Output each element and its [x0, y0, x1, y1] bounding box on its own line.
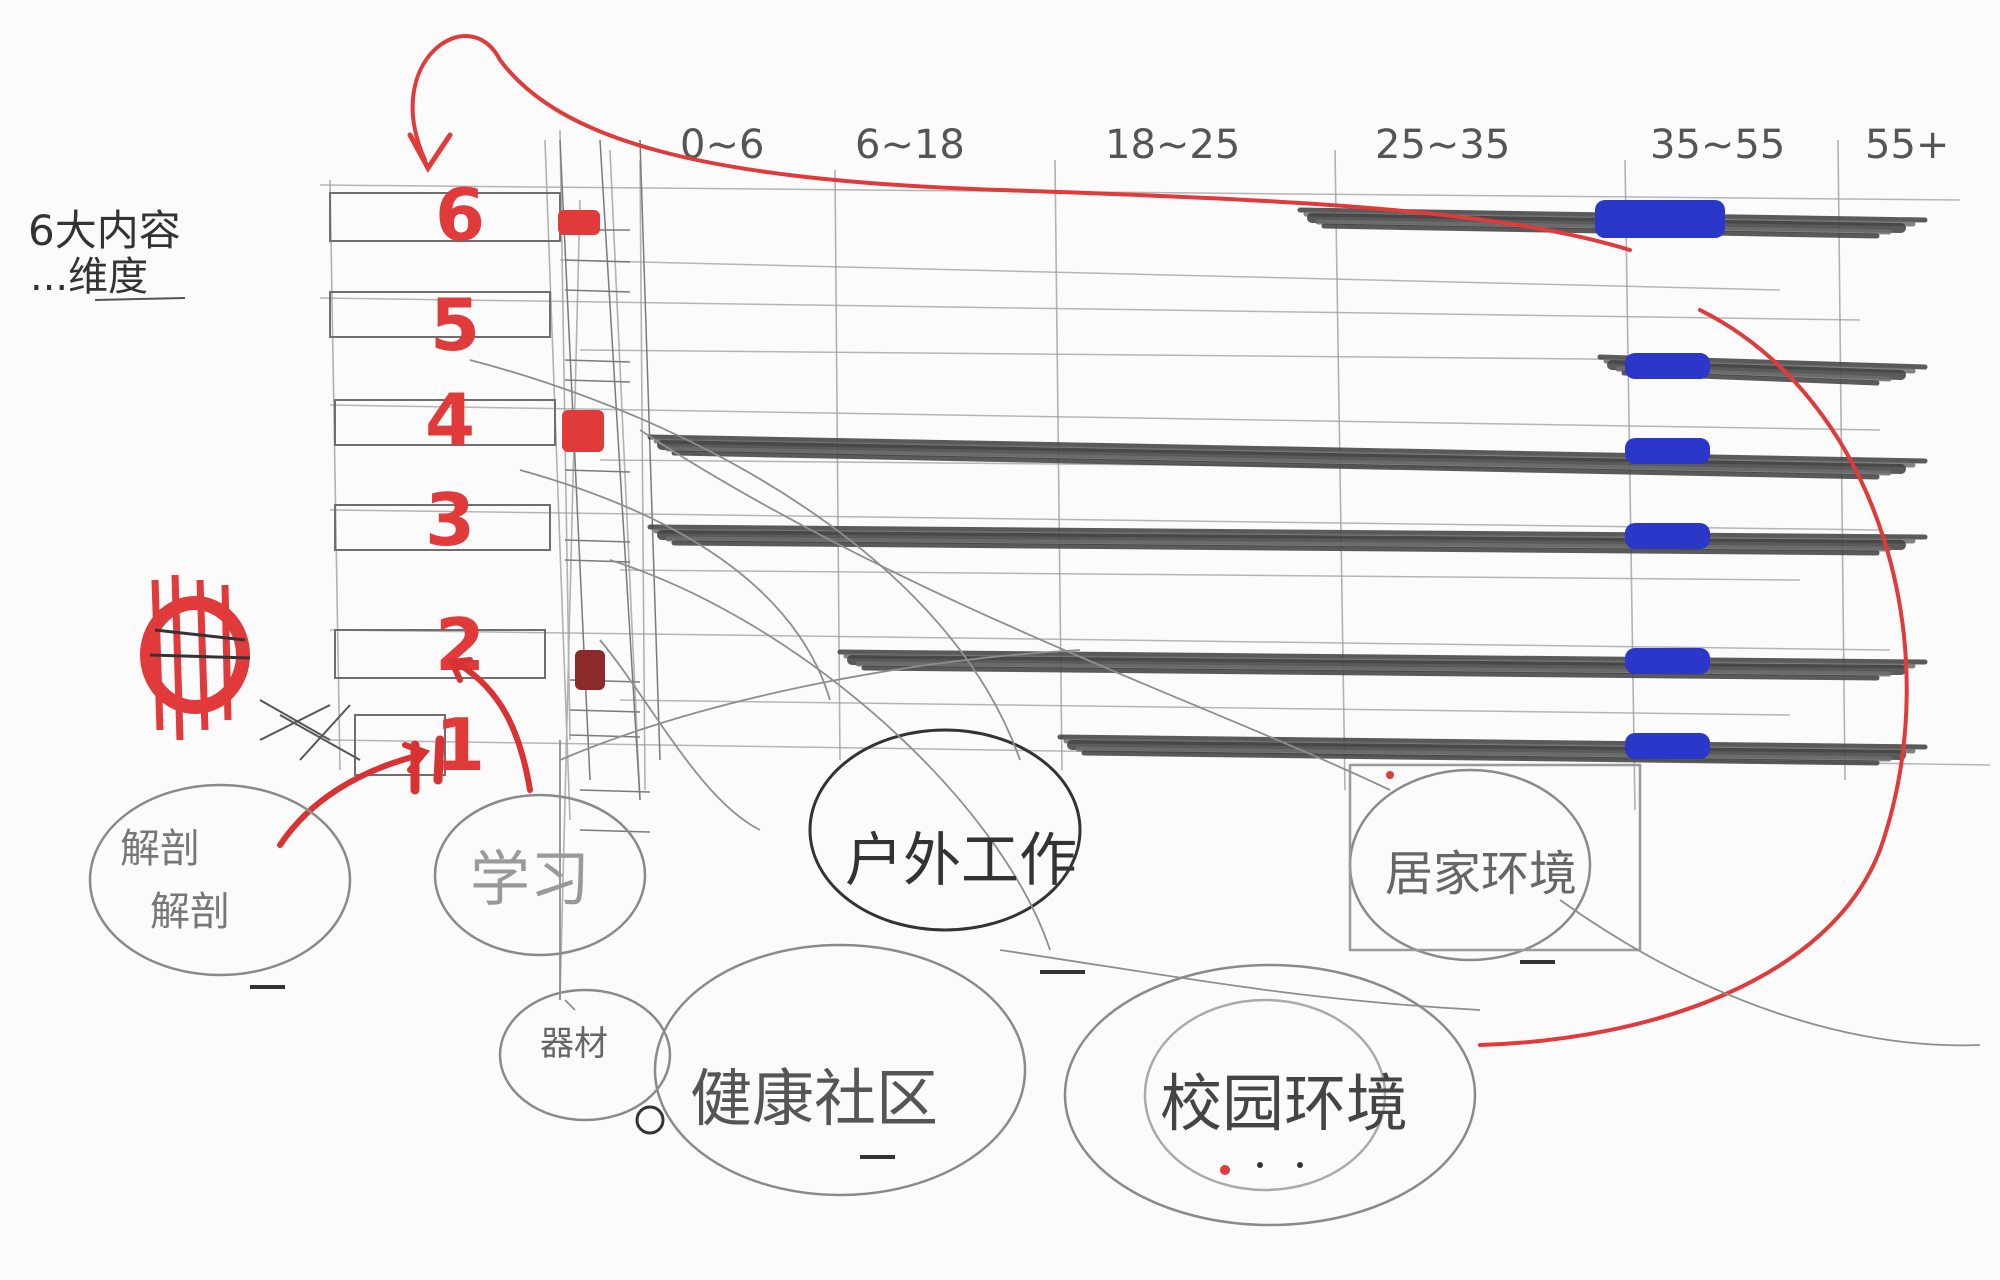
- highlight-blob: [1625, 438, 1710, 464]
- highlight-blob: [1625, 733, 1710, 759]
- bubble-text-school: 学习: [470, 845, 590, 915]
- age-column-label: 6~18: [855, 122, 965, 168]
- bar-stroke: [671, 540, 1880, 556]
- bar-stroke: [1057, 734, 1928, 750]
- red-bottom-arrows: [277, 657, 533, 848]
- connector-strokes: [469, 359, 1981, 1047]
- bar-stroke: [1067, 740, 1906, 760]
- highlight-blob: [1625, 648, 1710, 674]
- bubble-text-group: 器材: [540, 1024, 608, 1064]
- sub-column-strip: [559, 139, 661, 833]
- age-column-label: 55+: [1865, 122, 1949, 168]
- corner-underline: [94, 297, 186, 301]
- age-column-label: 18~25: [1105, 122, 1240, 168]
- bubble-text-campus: 校园环境: [1160, 1067, 1408, 1140]
- bar-stroke: [855, 661, 1892, 677]
- tiny-marks: [250, 771, 1555, 1175]
- highlight-blob: [1625, 523, 1710, 549]
- bubble-text-home: 居家环境: [1385, 846, 1577, 902]
- bar-stroke: [847, 655, 1906, 675]
- age-column-labels: 0~6 6~18 18~25 25~35 35~55 55+: [680, 122, 1949, 168]
- red-top-arrow: [407, 34, 1909, 1047]
- crossed-out-icon: [140, 574, 251, 741]
- corner-label-line2: ...维度: [30, 254, 148, 300]
- bar-stroke: [665, 446, 1892, 476]
- highlight-blob: [1625, 353, 1710, 379]
- highlight-layer: [1595, 200, 1725, 759]
- bars-layer: [647, 207, 1928, 766]
- bar-stroke: [1075, 746, 1892, 762]
- bubble-text-outdoor: 户外工作: [845, 826, 1077, 894]
- bubble-outlines: [88, 728, 1642, 1227]
- corner-label-line1: 6大内容: [28, 206, 181, 255]
- bar-stroke: [671, 450, 1880, 480]
- bubble-text-left-1: 解剖: [120, 826, 200, 872]
- crossed-scribble: [259, 699, 361, 761]
- row-label: 5: [430, 283, 480, 367]
- bar-stroke: [647, 524, 1928, 540]
- row-label: 4: [425, 378, 475, 462]
- bubble-text-left-2: 解剖: [150, 889, 230, 935]
- highlight-blob: [1595, 200, 1725, 238]
- row-label: 6: [435, 173, 485, 257]
- row-label-boxes: [329, 192, 561, 776]
- row-label: 3: [425, 478, 475, 562]
- age-column-label: 35~55: [1650, 122, 1785, 168]
- age-column-label: 25~35: [1375, 122, 1510, 168]
- bar-stroke: [647, 434, 1928, 464]
- red-cell-marks: [558, 210, 605, 690]
- bar-stroke: [1081, 750, 1880, 766]
- bar-stroke: [657, 440, 1906, 474]
- bubble-text-community: 健康社区: [690, 1062, 938, 1135]
- bar-stroke: [861, 665, 1880, 681]
- age-column-label: 0~6: [680, 122, 764, 168]
